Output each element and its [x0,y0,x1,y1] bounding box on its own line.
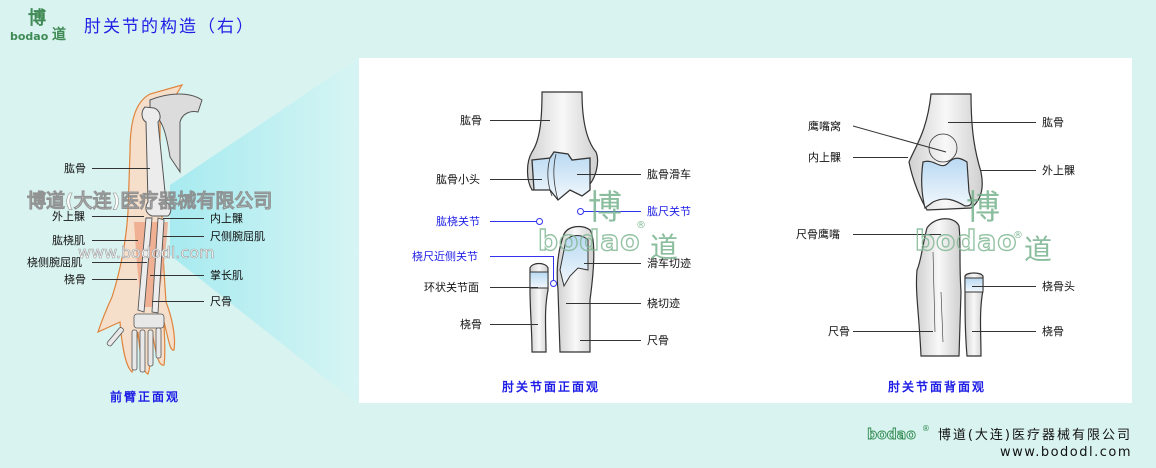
leader-line [577,174,641,175]
leader-line [490,120,550,121]
leader-line [490,287,538,288]
zoom-beam [170,58,359,405]
footer-company: bodao ® 博道(大连)医疗器械有限公司 [867,424,1132,443]
logo-wordmark: bodao [10,30,49,43]
joint-marker-radioulnar [550,280,557,287]
leader-line [853,331,933,332]
watermark-word: bodao [914,223,1018,257]
back-view-illustration [908,93,984,357]
leader-line [163,218,204,219]
elbow-detail-panel [359,58,1132,403]
front-view-illustration [526,91,599,353]
forearm-illustration [96,84,203,375]
leader-line [980,170,1036,171]
label-palmaris-longus: 掌长肌 [210,269,243,282]
leader-line [948,122,1036,123]
leader-line [972,286,1036,287]
back-label-radius: 桡骨 [1042,325,1064,338]
watermark-char-dao: 道 [650,231,679,264]
front-label-humeroradial-joint: 肱桡关节 [436,215,480,228]
watermark-word: bodao [537,223,641,257]
front-label-radius: 桡骨 [460,318,482,331]
leader-line [92,279,137,280]
joint-marker-humeroradial [536,218,543,225]
back-label-humerus: 肱骨 [1042,116,1064,129]
footer-logo: bodao [867,427,917,444]
label-lateral-epicondyle: 外上髁 [52,210,85,223]
watermark-char-bo: 博 [966,188,1000,228]
label-medial-epicondyle: 内上髁 [210,212,243,225]
leader-line [490,221,537,222]
front-label-articular-circumference: 环状关节面 [424,281,479,294]
footer-url[interactable]: www.bododl.com [999,445,1132,460]
page-title: 肘关节的构造（右） [84,17,255,37]
caption-back-view: 肘关节面背面观 [888,380,987,394]
watermark-char-dao: 道 [1024,233,1053,266]
back-label-lateral-epicondyle: 外上髁 [1042,164,1075,177]
label-flexor-carpi-ulnaris: 尺侧腕屈肌 [210,230,265,243]
leader-line [92,262,147,263]
leader-line [490,179,542,180]
leader-line [584,211,641,212]
front-label-capitulum: 肱骨小头 [436,173,480,186]
front-label-ulna: 尺骨 [647,334,669,347]
watermark-char-bo: 博 [588,188,622,228]
back-label-olecranon: 尺骨鹰嘴 [796,228,840,241]
watermark-company: 博道(大连)医疗器械有限公司 [27,190,273,213]
leader-line [92,216,144,217]
leader-line [852,125,947,153]
leader-line [490,324,538,325]
leader-line [163,236,204,237]
label-humerus: 肱骨 [64,162,86,175]
leader-line [150,275,204,276]
leader-line [853,234,941,235]
leader-line [584,263,641,264]
logo-char-bo: 博 [28,8,46,29]
leader-line [566,303,641,304]
logo-char-dao: 道 [52,27,66,43]
front-label-proximal-radioulnar-joint: 桡尺近侧关节 [412,250,478,263]
leader-line [92,168,150,169]
footer-registered-mark: ® [921,424,932,433]
caption-forearm-front: 前臂正面观 [110,390,181,404]
label-brachioradialis: 肱桡肌 [52,234,85,247]
watermark-url: www.bododl.com [78,243,215,263]
back-label-olecranon-fossa: 鹰嘴窝 [808,120,841,133]
back-label-ulna: 尺骨 [828,325,850,338]
back-label-medial-epicondyle: 内上髁 [808,151,841,164]
brand-logo: 博 bodao 道 [8,8,68,44]
front-label-radial-notch: 桡切迹 [647,297,680,310]
front-label-trochlea: 肱骨滑车 [647,168,691,181]
front-label-humeroulnar-joint: 肱尺关节 [647,205,691,218]
footer-company-name: 博道(大连)医疗器械有限公司 [937,428,1132,443]
leader-line [152,301,204,302]
leader-line [853,157,908,158]
back-label-radial-head: 桡骨头 [1042,280,1075,293]
label-radius: 桡骨 [64,273,86,286]
joint-marker-humeroulnar [577,208,584,215]
front-label-humerus: 肱骨 [460,114,482,127]
leader-line [92,240,138,241]
watermark-registered: ® [636,220,646,231]
label-ulna: 尺骨 [210,295,232,308]
caption-front-view: 肘关节面正面观 [502,380,601,394]
leader-line [972,331,1036,332]
label-flexor-carpi-radialis: 桡侧腕屈肌 [27,256,82,269]
leader-line [490,256,554,257]
front-label-trochlear-notch: 滑车切迹 [647,257,691,270]
watermark-registered: ® [1013,230,1023,241]
leader-line [580,340,641,341]
leader-line [553,256,554,282]
